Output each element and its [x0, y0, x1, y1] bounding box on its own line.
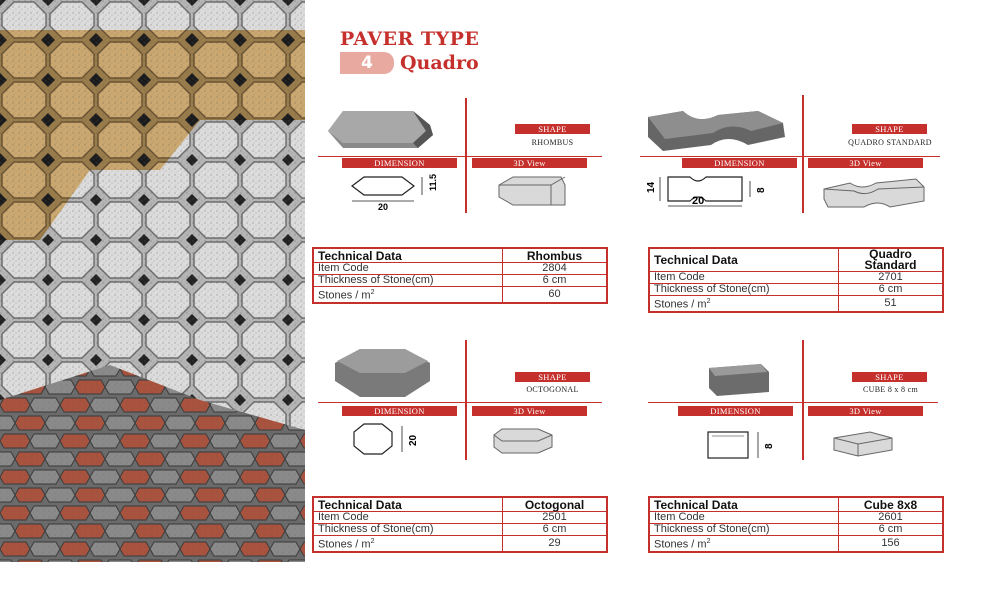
- shape-label: SHAPE: [515, 372, 590, 382]
- paver-type-number: 4: [340, 52, 394, 74]
- shape-label: SHAPE: [852, 372, 927, 382]
- tech-header: Technical Data: [648, 496, 839, 512]
- octogonal-3d-view: [493, 428, 553, 454]
- dim-width: 8: [764, 443, 775, 449]
- table-row: Thickness of Stone(cm) 6 cm: [648, 523, 944, 536]
- dimension-label: DIMENSION: [682, 158, 797, 168]
- dim-width: 11.5: [428, 174, 438, 191]
- dim-width: 14: [646, 181, 657, 193]
- quadro-photo: [648, 111, 785, 151]
- table-row: Item Code 2701: [648, 271, 944, 284]
- dimension-label: DIMENSION: [342, 406, 457, 416]
- quadro-3d-view: [823, 178, 925, 208]
- tech-col-name: Rhombus: [502, 247, 608, 263]
- table-row: Item Code 2601: [648, 511, 944, 524]
- quadro-dimension-drawing: 20 14 8: [646, 176, 767, 207]
- table-row: Item Code 2501: [312, 511, 608, 524]
- rhombus-dimension-drawing: 20 11.5: [351, 174, 438, 211]
- shape-name: CUBE 8 x 8 cm: [862, 385, 918, 394]
- paver-block-quadro: SHAPE QUADRO STANDARD DIMENSION 3D View …: [640, 95, 970, 345]
- cube-photo: [709, 364, 769, 396]
- tech-col-name: Octogonal: [502, 496, 608, 512]
- paver-block-cube: SHAPE CUBE 8 x 8 cm DIMENSION 3D View 8: [640, 340, 970, 590]
- table-row: Stones / m2 51: [648, 294, 944, 313]
- octogonal-dimension-drawing: 20: [353, 423, 419, 455]
- tech-table-rhombus: Technical Data Rhombus Item Code 2804 Th…: [312, 247, 608, 304]
- table-row: Stones / m2 29: [312, 534, 608, 553]
- dim-length: 20: [378, 202, 388, 211]
- tech-header: Technical Data: [648, 247, 839, 272]
- shape-name: QUADRO STANDARD: [848, 138, 932, 147]
- table-row: Thickness of Stone(cm) 6 cm: [312, 274, 608, 287]
- tech-header: Technical Data: [312, 247, 503, 263]
- paver-block-rhombus: SHAPE RHOMBUS DIMENSION 3D View 20 11.5: [310, 95, 640, 345]
- table-row: Item Code 2804: [312, 262, 608, 275]
- shape-label: SHAPE: [515, 124, 590, 134]
- dim-neck: 8: [756, 187, 767, 193]
- cube-dimension-drawing: 8: [707, 431, 775, 459]
- tech-table-cube: Technical Data Cube 8x8 Item Code 2601 T…: [648, 496, 944, 553]
- table-row: Thickness of Stone(cm) 6 cm: [648, 283, 944, 296]
- tech-col-name: Quadro Standard: [838, 247, 944, 272]
- dimension-label: DIMENSION: [342, 158, 457, 168]
- paver-block-octogonal: SHAPE OCTOGONAL DIMENSION 3D View 20: [310, 340, 640, 590]
- view3d-label: 3D View: [808, 406, 923, 416]
- view3d-label: 3D View: [472, 158, 587, 168]
- paving-photo: [0, 0, 305, 562]
- table-row: Thickness of Stone(cm) 6 cm: [312, 523, 608, 536]
- rhombus-3d-view: [498, 176, 566, 206]
- dim-width: 20: [408, 434, 419, 446]
- octogonal-photo: [335, 349, 430, 397]
- tech-table-octogonal: Technical Data Octogonal Item Code 2501 …: [312, 496, 608, 553]
- rhombus-photo: [328, 111, 433, 148]
- shape-label: SHAPE: [852, 124, 927, 134]
- table-row: Stones / m2 156: [648, 534, 944, 553]
- cube-3d-view: [833, 431, 893, 457]
- tech-header: Technical Data: [312, 496, 503, 512]
- dimension-label: DIMENSION: [678, 406, 793, 416]
- paver-type-title: PAVER TYPE: [340, 28, 480, 50]
- dim-length: 20: [692, 195, 704, 207]
- shape-name: OCTOGONAL: [526, 385, 579, 394]
- tech-table-quadro: Technical Data Quadro Standard Item Code…: [648, 247, 944, 313]
- tech-col-name: Cube 8x8: [838, 496, 944, 512]
- table-row: Stones / m2 60: [312, 285, 608, 304]
- view3d-label: 3D View: [808, 158, 923, 168]
- view3d-label: 3D View: [472, 406, 587, 416]
- paving-pattern-image: [0, 0, 305, 562]
- shape-name: RHOMBUS: [531, 138, 574, 147]
- paver-type-subtitle: Quadro: [400, 52, 479, 74]
- page-heading: PAVER TYPE 4 Quadro: [340, 28, 479, 74]
